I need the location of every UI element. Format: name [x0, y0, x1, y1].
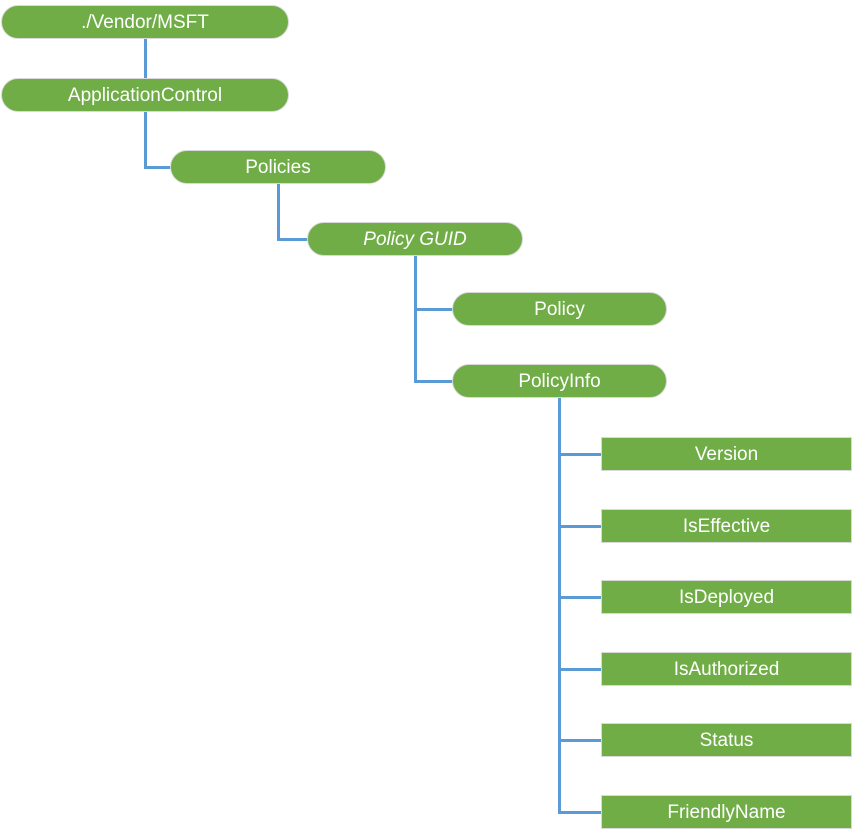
- node-policyinfo: PolicyInfo: [452, 364, 667, 398]
- node-version: Version: [601, 437, 852, 471]
- node-applicationcontrol: ApplicationControl: [1, 78, 289, 112]
- node-vendor-msft: ./Vendor/MSFT: [1, 5, 289, 39]
- connector-line: [413, 307, 454, 311]
- connector-line: [413, 379, 454, 383]
- node-friendlyname: FriendlyName: [601, 795, 852, 829]
- connector-line: [558, 397, 561, 814]
- connector-line: [558, 738, 602, 742]
- connector-line: [558, 524, 602, 528]
- connector-line: [276, 183, 280, 241]
- node-policies: Policies: [170, 150, 386, 184]
- connector-line: [558, 667, 602, 671]
- node-isauthorized: IsAuthorized: [601, 652, 852, 686]
- connector-line: [276, 237, 309, 241]
- node-iseffective: IsEffective: [601, 509, 852, 543]
- connector-line: [143, 111, 147, 169]
- connector-line: [143, 38, 147, 79]
- node-isdeployed: IsDeployed: [601, 580, 852, 614]
- connector-line: [558, 452, 602, 456]
- connector-line: [413, 255, 417, 383]
- connector-line: [558, 810, 602, 814]
- connector-line: [558, 595, 602, 599]
- node-policy: Policy: [452, 292, 667, 326]
- node-status: Status: [601, 723, 852, 757]
- connector-line: [143, 165, 172, 169]
- node-policy-guid: Policy GUID: [307, 222, 523, 256]
